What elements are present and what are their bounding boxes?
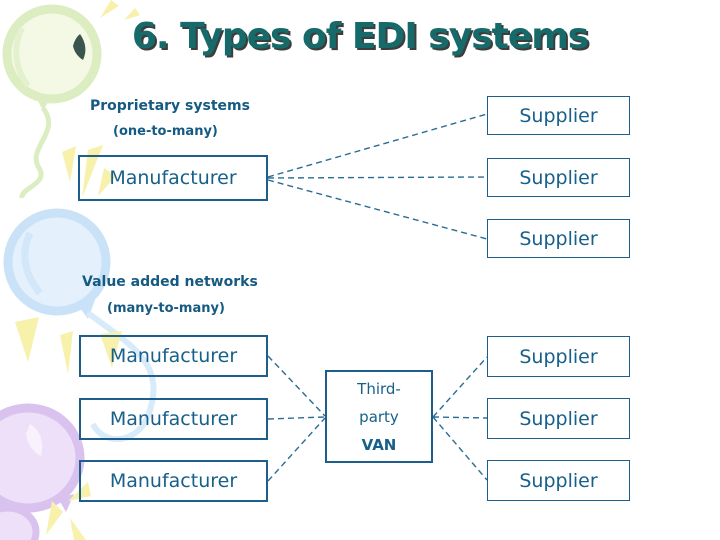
connector-dashed-line (267, 417, 326, 482)
van-box-line2: party (359, 407, 399, 426)
value-added-networks-label: Value added networks (82, 274, 258, 290)
connector-dashed-line (432, 356, 488, 418)
third-party-van-box: Third- party VAN (325, 370, 433, 463)
manufacturer-box-label: Manufacturer (109, 408, 238, 430)
supplier-box-label: Supplier (519, 407, 598, 430)
manufacturer-box-label: Manufacturer (109, 470, 238, 492)
blue-balloon-illustration (3, 208, 157, 442)
supplier-box-label: Supplier (519, 104, 598, 127)
slide-title: 6. Types of EDI systems (131, 16, 589, 57)
supplier-box-label: Supplier (519, 469, 598, 492)
purple-balloon-illustration (0, 403, 85, 540)
supplier-box: Supplier (487, 460, 630, 501)
manufacturer-box: Manufacturer (78, 155, 268, 201)
proprietary-systems-label: Proprietary systems (90, 98, 250, 114)
manufacturer-box: Manufacturer (79, 335, 268, 377)
connector-dashed-line (267, 416, 326, 420)
connector-dashed-line (267, 355, 326, 417)
supplier-box-label: Supplier (519, 227, 598, 250)
supplier-box: Supplier (487, 219, 630, 258)
one-to-many-label: (one-to-many) (113, 124, 218, 139)
van-box-line3: VAN (361, 435, 397, 454)
manufacturer-box-label: Manufacturer (109, 345, 238, 367)
supplier-box-label: Supplier (519, 345, 598, 368)
green-balloon-illustration (2, 4, 102, 199)
manufacturer-box: Manufacturer (79, 460, 268, 502)
connector-dashed-line (432, 416, 488, 481)
connector-dashed-line (267, 179, 488, 240)
many-to-many-label: (many-to-many) (107, 301, 225, 316)
connector-dashed-line (267, 176, 488, 179)
manufacturer-box: Manufacturer (79, 398, 268, 440)
supplier-box: Supplier (487, 158, 630, 197)
supplier-box: Supplier (487, 398, 630, 439)
manufacturer-box-label: Manufacturer (109, 167, 237, 189)
supplier-box-label: Supplier (519, 166, 598, 189)
supplier-box: Supplier (487, 336, 630, 377)
van-box-line1: Third- (357, 379, 401, 398)
connector-dashed-line (432, 416, 488, 419)
connector-dashed-line (267, 113, 488, 178)
supplier-box: Supplier (487, 96, 630, 135)
